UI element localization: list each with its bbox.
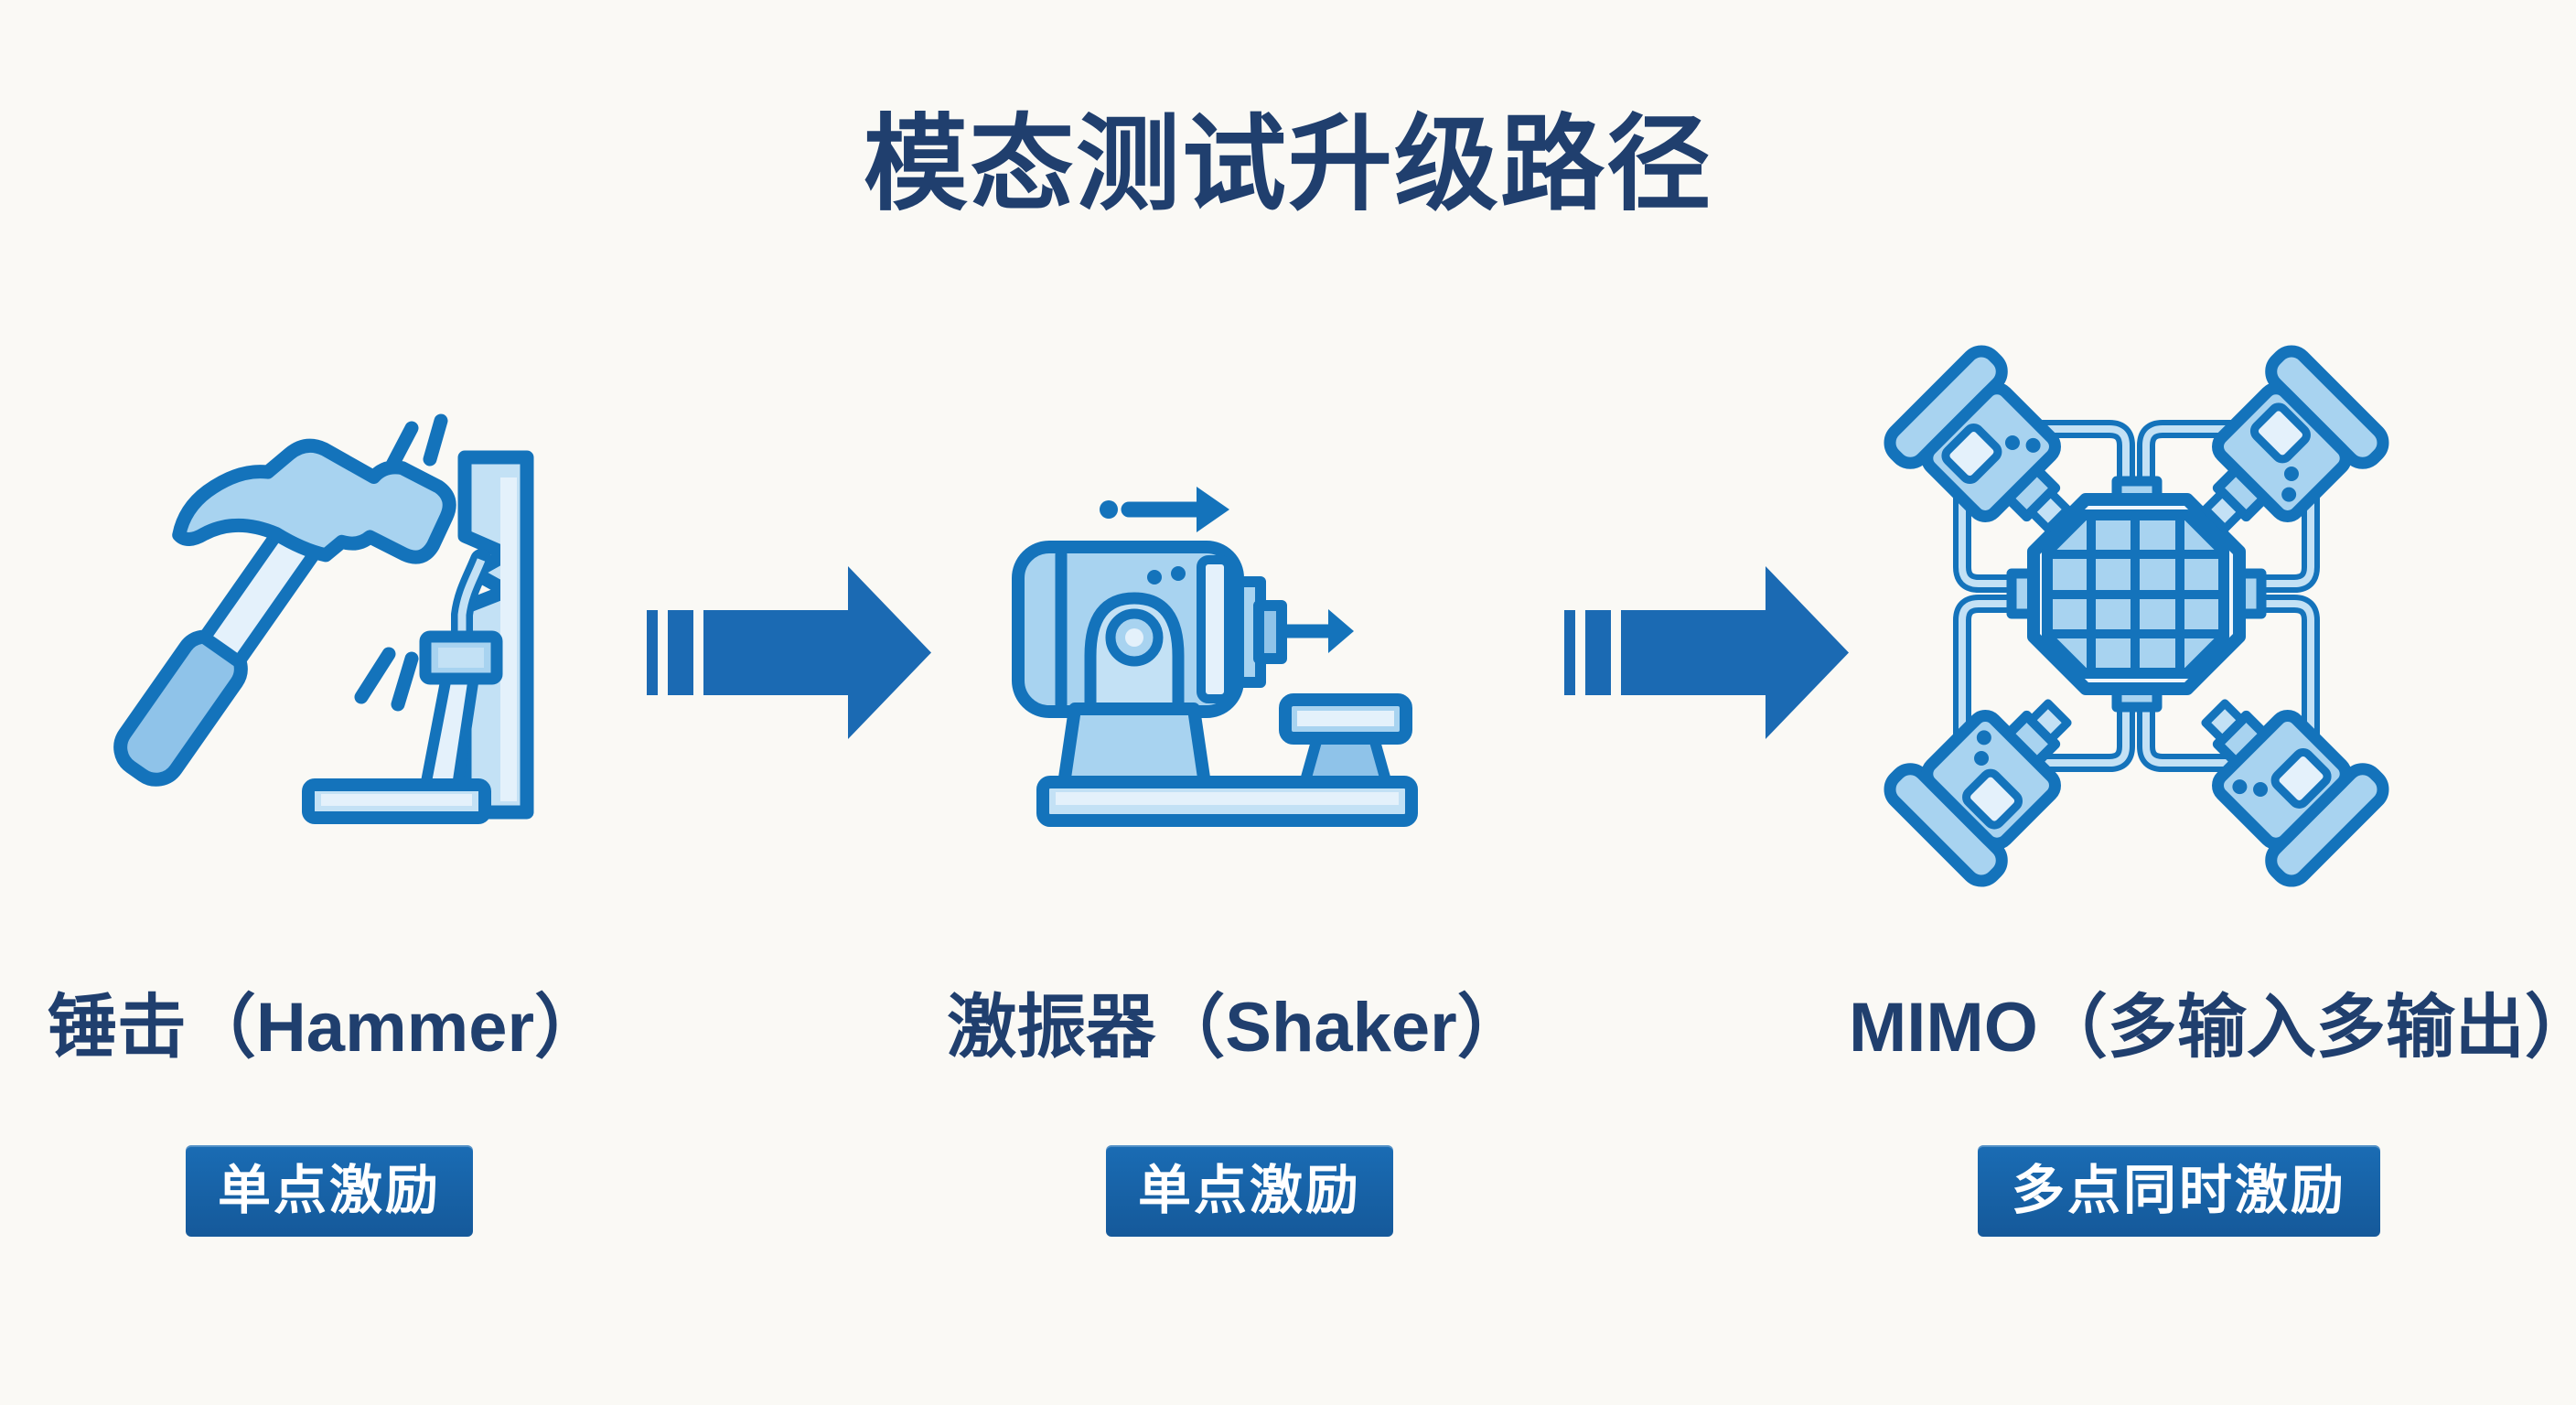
connection-tubes bbox=[1953, 420, 2320, 772]
badge-hammer-excitation: 单点激励 bbox=[186, 1145, 473, 1237]
test-table bbox=[1279, 693, 1412, 789]
stinger-and-clamp bbox=[415, 549, 503, 816]
impact-hammer bbox=[113, 438, 456, 787]
stage-label-mimo: MIMO（多输入多输出） bbox=[1849, 989, 2576, 1067]
badge-shaker-excitation: 单点激励 bbox=[1106, 1145, 1393, 1237]
stage-label-shaker: 激振器（Shaker） bbox=[947, 989, 1527, 1067]
page-title: 模态测试升级路径 bbox=[863, 107, 1712, 223]
corner-shaker-bottom-left bbox=[1884, 664, 2108, 888]
pedestal bbox=[1057, 702, 1211, 790]
flow-arrow-1 bbox=[647, 564, 933, 741]
hammer-impact-icon bbox=[113, 413, 534, 824]
shaker-icon bbox=[1012, 487, 1418, 827]
motion-arrow-top bbox=[1100, 487, 1229, 532]
output-shaft bbox=[1231, 576, 1354, 688]
impact-marks bbox=[354, 413, 448, 712]
base-plate bbox=[1036, 776, 1418, 827]
base-plate bbox=[302, 778, 491, 824]
trunnion-mount bbox=[1084, 592, 1185, 717]
test-plate bbox=[2027, 493, 2246, 695]
flow-arrow-2 bbox=[1564, 564, 1851, 741]
badge-mimo-excitation: 多点同时激励 bbox=[1978, 1145, 2380, 1237]
corner-shaker-bottom-right bbox=[2166, 664, 2390, 888]
mimo-multi-shaker-icon bbox=[1905, 353, 2482, 948]
stage-label-hammer: 锤击（Hammer） bbox=[47, 989, 605, 1067]
